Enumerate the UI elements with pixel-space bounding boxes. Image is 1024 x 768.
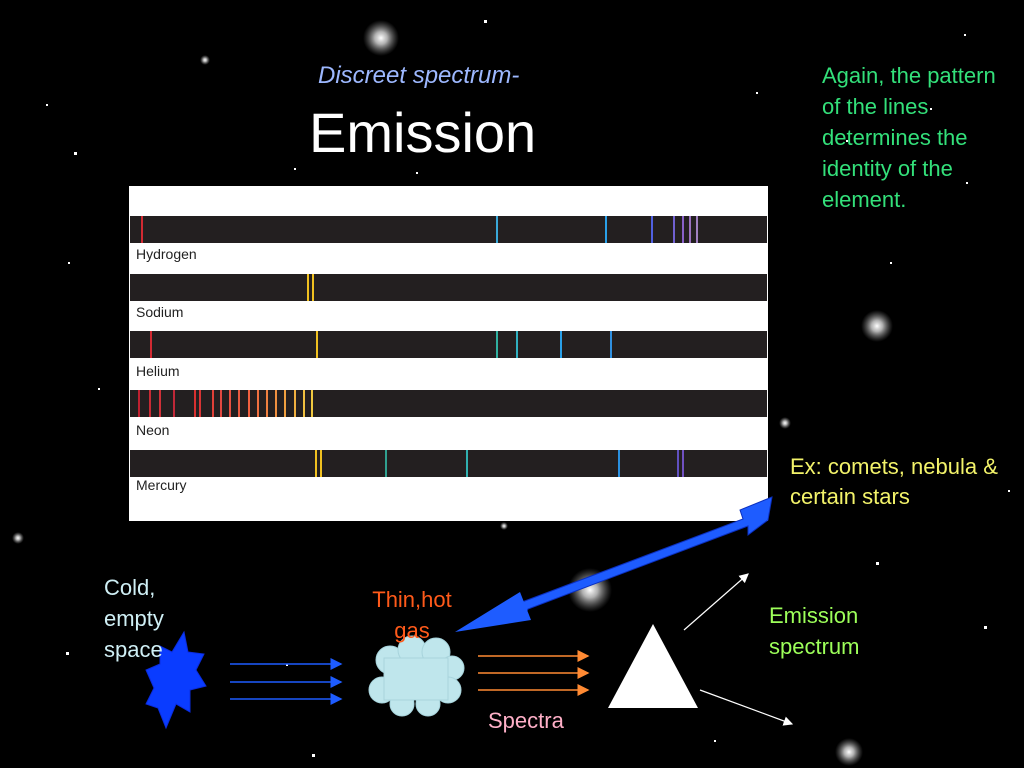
spectral-line [673,216,675,243]
star [1008,490,1010,492]
spectral-line [199,390,201,417]
slide-title: Emission [309,101,537,164]
gas-cloud-icon [368,635,465,717]
spectral-line [682,450,684,477]
spectral-line [149,390,151,417]
spectral-line [238,390,240,417]
star [12,532,24,544]
star [756,92,758,94]
spectral-line [159,390,161,417]
spectral-line [194,390,196,417]
spectral-line [257,390,259,417]
star [846,140,848,142]
dispersed-ray-up [683,573,749,631]
spectral-line [610,331,612,358]
spectral-line [312,274,314,301]
star [835,738,863,766]
cold-space-label: Cold, empty space [104,575,164,662]
spectral-line [173,390,175,417]
star [66,652,69,655]
spectral-line [651,216,653,243]
spectral-line [311,390,313,417]
spectrum-strip-hydrogen [130,216,767,243]
dispersed-ray-down [699,689,794,726]
star [714,740,716,742]
star [416,172,418,174]
spectral-line [138,390,140,417]
spectrum-strip-neon [130,390,767,417]
spectral-line [677,450,679,477]
star [500,522,508,530]
spectral-line [605,216,607,243]
slide-subtitle: Discreet spectrum- [318,62,520,89]
spectral-line [496,331,498,358]
pointer-arrow [494,496,773,617]
spectral-line [141,216,143,243]
emission-spectrum-label: Emission spectrum [769,603,860,659]
star [294,168,296,170]
spectral-line [150,331,152,358]
star [779,417,791,429]
spectral-line [307,274,309,301]
spectral-line [266,390,268,417]
element-label-sodium: Sodium [136,304,184,320]
spectral-line [466,450,468,477]
prism-icon [608,624,698,708]
spectral-line [275,390,277,417]
star-burst-icon [145,630,207,730]
star [286,664,288,666]
spectral-line [220,390,222,417]
spectral-line [618,450,620,477]
star [312,754,315,757]
spectra-label: Spectra [488,708,564,733]
spectral-line [315,450,317,477]
spectral-line [689,216,691,243]
identity-note: Again, the pattern of the lines determin… [822,63,996,212]
star [966,182,968,184]
star [46,104,48,106]
spectral-line [316,331,318,358]
element-label-helium: Helium [136,363,180,379]
spectral-line [303,390,305,417]
spectral-line [294,390,296,417]
star [200,55,210,65]
gas-label: Thin,hot gas [372,587,452,643]
spectral-line [696,216,698,243]
example-note: Ex: comets, nebula & certain stars [790,454,998,509]
star [68,262,70,264]
star [876,562,879,565]
spectrum-strip-helium [130,331,767,358]
spectrum-strip-sodium [130,274,767,301]
spectral-line [248,390,250,417]
star [98,388,100,390]
spectral-line [560,331,562,358]
spectral-line [284,390,286,417]
star [984,626,987,629]
spectral-line [320,450,322,477]
star [363,20,399,56]
star [861,310,893,342]
spectral-line [496,216,498,243]
spectrum-strip-mercury [130,450,767,477]
spectral-line [385,450,387,477]
pointer-arrow-head [455,592,531,632]
star [484,20,487,23]
star [890,262,892,264]
element-label-hydrogen: Hydrogen [136,246,197,262]
spectral-line [516,331,518,358]
spectral-line [682,216,684,243]
element-label-mercury: Mercury [136,477,187,493]
star [930,108,932,110]
star [964,34,966,36]
spectral-line [212,390,214,417]
spectral-line [229,390,231,417]
star [74,152,77,155]
element-label-neon: Neon [136,422,170,438]
